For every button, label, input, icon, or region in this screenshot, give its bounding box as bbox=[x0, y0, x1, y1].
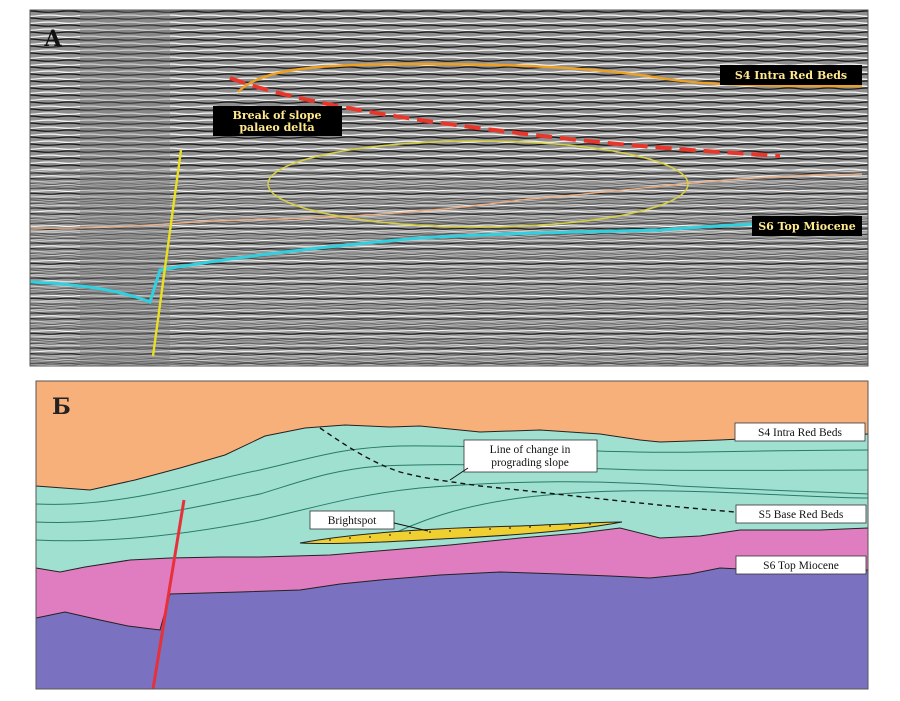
label-line-of-change: Line of change in prograding slope bbox=[463, 439, 598, 473]
panel-a-seismic-section bbox=[30, 10, 868, 366]
panel-a-letter: А bbox=[44, 26, 62, 52]
label-s4-intra-red-beds-b: S4 Intra Red Beds bbox=[734, 422, 866, 442]
brightspot-body bbox=[299, 521, 623, 545]
svg-text:S6 Top Miocene: S6 Top Miocene bbox=[758, 220, 856, 233]
label-s6-top-miocene-b: S6 Top Miocene bbox=[735, 555, 867, 575]
break-of-slope-line bbox=[229, 76, 781, 158]
svg-text:Break of slope: Break of slope bbox=[233, 109, 322, 122]
svg-text:S5 Base Red Beds: S5 Base Red Beds bbox=[759, 509, 844, 521]
svg-text:prograding slope: prograding slope bbox=[491, 457, 569, 469]
panel-b-letter: Б bbox=[52, 394, 71, 420]
svg-text:palaeo delta: palaeo delta bbox=[239, 121, 314, 134]
label-break-of-slope: Break of slope palaeo delta bbox=[213, 106, 342, 136]
panel-a-frame bbox=[29, 9, 869, 367]
label-brightspot: Brightspot bbox=[309, 510, 395, 530]
s6-top-miocene-horizon bbox=[30, 220, 863, 304]
thin-orange-horizon bbox=[30, 173, 863, 229]
chaotic-zone bbox=[80, 10, 170, 366]
line-of-change-prograding-slope bbox=[319, 427, 736, 513]
svg-text:Brightspot: Brightspot bbox=[328, 515, 377, 527]
brightspot-dots bbox=[329, 523, 591, 541]
teal-internal-horizons bbox=[36, 445, 868, 542]
label-s4-intra-red-beds-a: S4 Intra Red Beds bbox=[720, 65, 862, 85]
svg-text:S4 Intra Red Beds: S4 Intra Red Beds bbox=[758, 427, 843, 439]
prograding-zone-ellipse bbox=[267, 140, 689, 228]
fault-line-b bbox=[151, 499, 186, 689]
svg-text:S6 Top Miocene: S6 Top Miocene bbox=[763, 560, 839, 572]
svg-text:Line of change in: Line of change in bbox=[490, 444, 571, 456]
label-s6-top-miocene-a: S6 Top Miocene bbox=[752, 216, 862, 236]
panel-b-frame bbox=[35, 380, 869, 690]
svg-text:S4 Intra Red Beds: S4 Intra Red Beds bbox=[735, 69, 847, 82]
fault-line bbox=[151, 149, 183, 357]
line-of-change-pointer bbox=[449, 467, 469, 481]
panel-b-interpretation bbox=[36, 381, 868, 689]
brightspot-pointer bbox=[393, 522, 429, 532]
label-s5-base-red-beds: S5 Base Red Beds bbox=[735, 504, 867, 524]
